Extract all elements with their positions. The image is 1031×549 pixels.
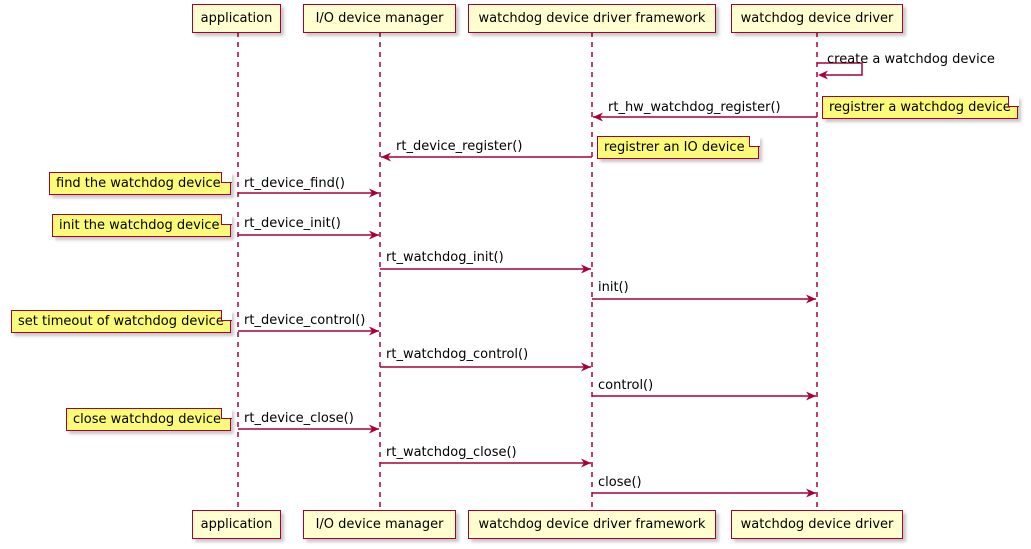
arrow-head [369,326,379,336]
message-label-init: init() [598,280,629,295]
arrows-group [238,62,863,498]
participant-label: watchdog device driver [740,11,894,26]
note-close-watchdog-device: close watchdog device [66,407,232,431]
arrow-head [818,70,828,80]
arrow-head [581,458,591,468]
message-rt-watchdog-control [380,362,591,372]
arrow-head [806,488,816,498]
participant-application-bottom[interactable]: application [192,510,281,539]
participant-io-device-manager-top[interactable]: I/O device manager [303,4,456,33]
participant-label: watchdog device driver framework [478,517,706,532]
note-set-timeout-of-watchdog-device: set timeout of watchdog device [11,309,232,333]
message-label-close: close() [598,475,642,490]
participant-application-top[interactable]: application [192,4,281,33]
arrow-head [369,424,379,434]
message-rt-device-find [238,188,379,198]
note-find-the-watchdog-device: find the watchdog device [49,171,232,195]
arrow-head [581,362,591,372]
message-label-rt-watchdog-control: rt_watchdog_control() [386,347,529,362]
participant-watchdog-driver-top[interactable]: watchdog device driver [731,4,903,33]
note-init-the-watchdog-device: init the watchdog device [52,213,232,237]
arrow-head [593,112,603,122]
participant-label: watchdog device driver [740,517,894,532]
message-label-rt-device-register: rt_device_register() [396,139,523,154]
arrow-head [369,230,379,240]
note-label: find the watchdog device [56,176,221,191]
message-close [592,488,816,498]
participant-label: I/O device manager [315,11,444,26]
arrow-head [381,152,391,162]
message-rt-hw-watchdog-register [593,112,817,122]
participant-label: application [200,517,273,532]
message-rt-watchdog-close [380,458,591,468]
note-registrer-a-watchdog-device: registrer a watchdog device [822,95,1019,119]
message-label-create-a-watchdog-device: create a watchdog device [827,52,995,67]
message-label-rt-device-close: rt_device_close() [244,411,354,426]
note-label: init the watchdog device [59,218,220,233]
message-label-rt-hw-watchdog-register: rt_hw_watchdog_register() [608,100,781,115]
message-label-rt-device-control: rt_device_control() [244,313,366,328]
message-rt-device-init [238,230,379,240]
message-rt-device-close [238,424,379,434]
arrow-head [806,391,816,401]
participant-label: watchdog device driver framework [478,11,706,26]
message-create-a-watchdog-device [817,62,863,80]
participant-io-device-manager-bottom[interactable]: I/O device manager [303,510,456,539]
message-rt-watchdog-init [380,264,591,274]
arrow-head [581,264,591,274]
message-label-rt-device-init: rt_device_init() [244,216,341,231]
participant-watchdog-driver-bottom[interactable]: watchdog device driver [731,510,903,539]
note-label: registrer an IO device [604,140,745,155]
message-control [592,391,816,401]
message-label-rt-watchdog-close: rt_watchdog_close() [386,445,517,460]
message-rt-device-register [381,152,592,162]
note-label: set timeout of watchdog device [18,314,224,329]
arrow-head [369,188,379,198]
note-registrer-an-io-device: registrer an IO device [597,135,760,159]
arrow-head [806,294,816,304]
note-label: registrer a watchdog device [829,100,1011,115]
message-label-rt-watchdog-init: rt_watchdog_init() [386,250,504,265]
participant-watchdog-framework-bottom[interactable]: watchdog device driver framework [468,510,716,539]
message-rt-device-control [238,326,379,336]
note-label: close watchdog device [73,412,221,427]
participant-label: I/O device manager [315,517,444,532]
participant-label: application [200,11,273,26]
message-label-rt-device-find: rt_device_find() [244,176,345,191]
message-label-control: control() [598,378,654,393]
message-init [592,294,816,304]
participant-watchdog-framework-top[interactable]: watchdog device driver framework [468,4,716,33]
